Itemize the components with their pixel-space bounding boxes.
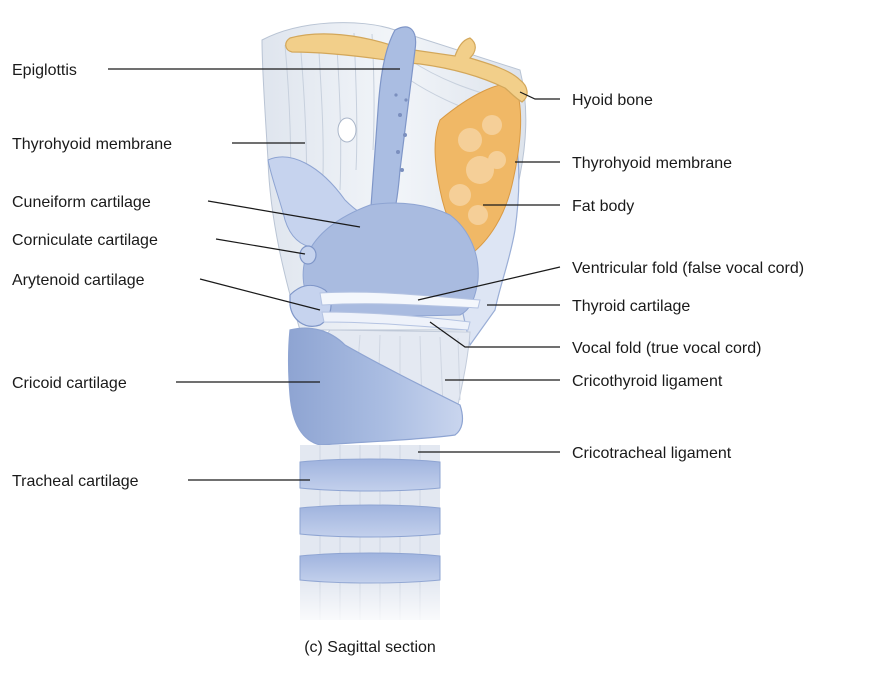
tracheal-ring-1 — [300, 459, 440, 491]
label-fat-body: Fat body — [572, 198, 634, 215]
label-cricotracheal-ligament: Cricotracheal ligament — [572, 445, 732, 462]
label-cuneiform-cartilage: Cuneiform cartilage — [12, 194, 151, 211]
label-epiglottis: Epiglottis — [12, 62, 77, 79]
label-thyrohyoid-membrane-right: Thyrohyoid membrane — [572, 155, 732, 172]
tracheal-ring-2 — [300, 505, 440, 537]
label-corniculate-cartilage: Corniculate cartilage — [12, 232, 158, 249]
trachea — [296, 445, 446, 630]
label-cricoid-cartilage: Cricoid cartilage — [12, 375, 127, 392]
tracheal-ring-3 — [300, 553, 440, 583]
labels-right: Hyoid bone Thyrohyoid membrane Fat body … — [572, 92, 804, 462]
label-hyoid-bone: Hyoid bone — [572, 92, 653, 109]
figure-caption: (c) Sagittal section — [304, 639, 436, 656]
larynx-illustration — [262, 23, 527, 630]
label-ventricular-fold: Ventricular fold (false vocal cord) — [572, 260, 804, 277]
membrane-foramen — [338, 118, 356, 142]
label-vocal-fold: Vocal fold (true vocal cord) — [572, 340, 761, 357]
label-thyrohyoid-membrane-left: Thyrohyoid membrane — [12, 136, 172, 153]
labels-left: Epiglottis Thyrohyoid membrane Cuneiform… — [12, 62, 172, 490]
label-cricothyroid-ligament: Cricothyroid ligament — [572, 373, 723, 390]
label-thyroid-cartilage: Thyroid cartilage — [572, 298, 690, 315]
label-arytenoid-cartilage: Arytenoid cartilage — [12, 272, 145, 289]
label-tracheal-cartilage: Tracheal cartilage — [12, 473, 139, 490]
corniculate-cartilage-shape — [300, 246, 316, 264]
